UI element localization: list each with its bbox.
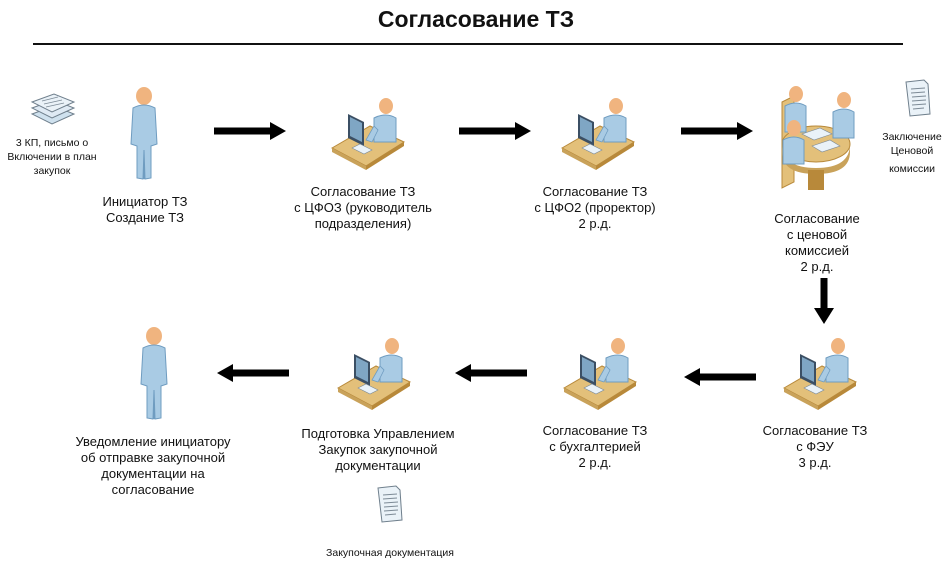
flow-arrow-down — [814, 278, 834, 326]
step-procurement-prep-label: Подготовка Управлением Закупок закупочно… — [301, 426, 455, 473]
workstation-cfo2-icon — [560, 96, 636, 172]
commission-conclusion-label: Заключение Ценовой комиссии — [882, 131, 942, 175]
documents-stack-icon — [28, 92, 76, 126]
step-price-commission-label: Согласование с ценовой комиссией 2 р.д. — [774, 211, 860, 274]
step-accounting-label: Согласование ТЗ с бухгалтерией 2 р.д. — [542, 423, 648, 470]
workstation-cfo3-icon — [330, 96, 406, 172]
page-title: Согласование ТЗ — [377, 6, 575, 32]
flow-arrow-5 — [455, 364, 527, 382]
workstation-accounting-icon — [562, 336, 638, 412]
workstation-feu-icon — [782, 336, 858, 412]
procurement-document-icon — [376, 485, 404, 524]
notified-initiator-person-icon — [134, 326, 174, 420]
step-cfo2-label: Согласование ТЗ с ЦФО2 (проректор) 2 р.д… — [534, 184, 656, 231]
step-notify-label: Уведомление инициатору об отправке закуп… — [75, 434, 231, 497]
flow-arrow-6 — [217, 364, 289, 382]
flow-arrow-2 — [459, 122, 531, 149]
flow-arrow-1 — [214, 122, 286, 149]
flow-arrow-4 — [684, 368, 756, 386]
step-initiator-label: Инициатор ТЗ Создание ТЗ — [102, 194, 188, 225]
flow-arrow-3 — [681, 122, 753, 149]
step-feu-label: Согласование ТЗ с ФЭУ 3 р.д. — [762, 423, 868, 470]
meeting-commission-icon — [772, 82, 858, 194]
commission-conclusion-document-icon — [904, 79, 932, 118]
documents-stack-label: 3 КП, письмо о Включении в план закупок — [7, 137, 97, 177]
initiator-person-icon — [124, 86, 164, 180]
workstation-procurement-icon — [336, 336, 412, 412]
procurement-document-label: Закупочная документация — [326, 547, 454, 559]
title-divider — [33, 43, 903, 45]
step-cfo3-label: Согласование ТЗ с ЦФОЗ (руководитель под… — [294, 184, 432, 231]
